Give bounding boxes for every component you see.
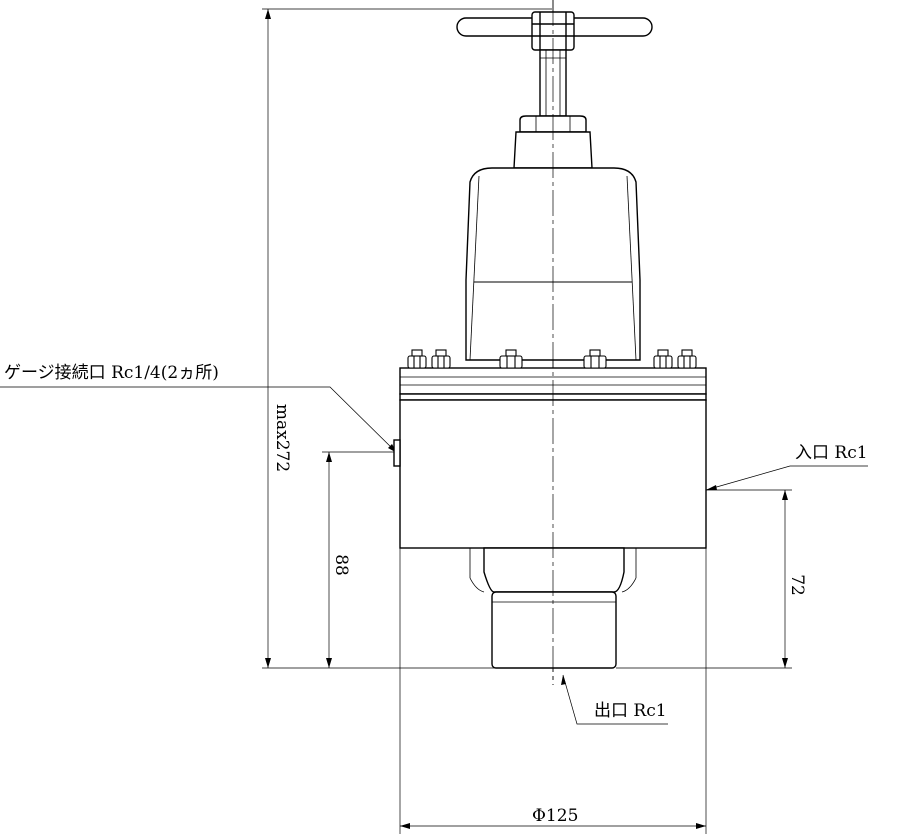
total-height-dimension-label: max272: [272, 404, 292, 472]
flange-bolts: [407, 349, 697, 369]
regulator-body: [393, 11, 707, 669]
bolt-1: [407, 349, 427, 369]
inlet-label: 入口 Rc1: [795, 443, 868, 463]
bolt-3: [499, 349, 523, 369]
gauge-port-label: ゲージ接続口 Rc1/4(2ヵ所): [4, 363, 219, 383]
diameter-dimension-label: Φ125: [532, 806, 578, 826]
bolt-6: [677, 349, 697, 369]
bolt-2: [431, 349, 451, 369]
outlet-leader-arrow: [561, 675, 566, 685]
bolt-4: [583, 349, 607, 369]
outlet-label: 出口 Rc1: [594, 701, 667, 721]
leader-lines: [0, 386, 868, 725]
bolt-5: [653, 349, 673, 369]
outlet-height-dimension-label: 88: [331, 554, 351, 576]
inlet-height-dimension-label: 72: [787, 574, 807, 596]
inlet-leader-arrow: [706, 485, 717, 490]
dimension-arrows: [265, 9, 788, 829]
